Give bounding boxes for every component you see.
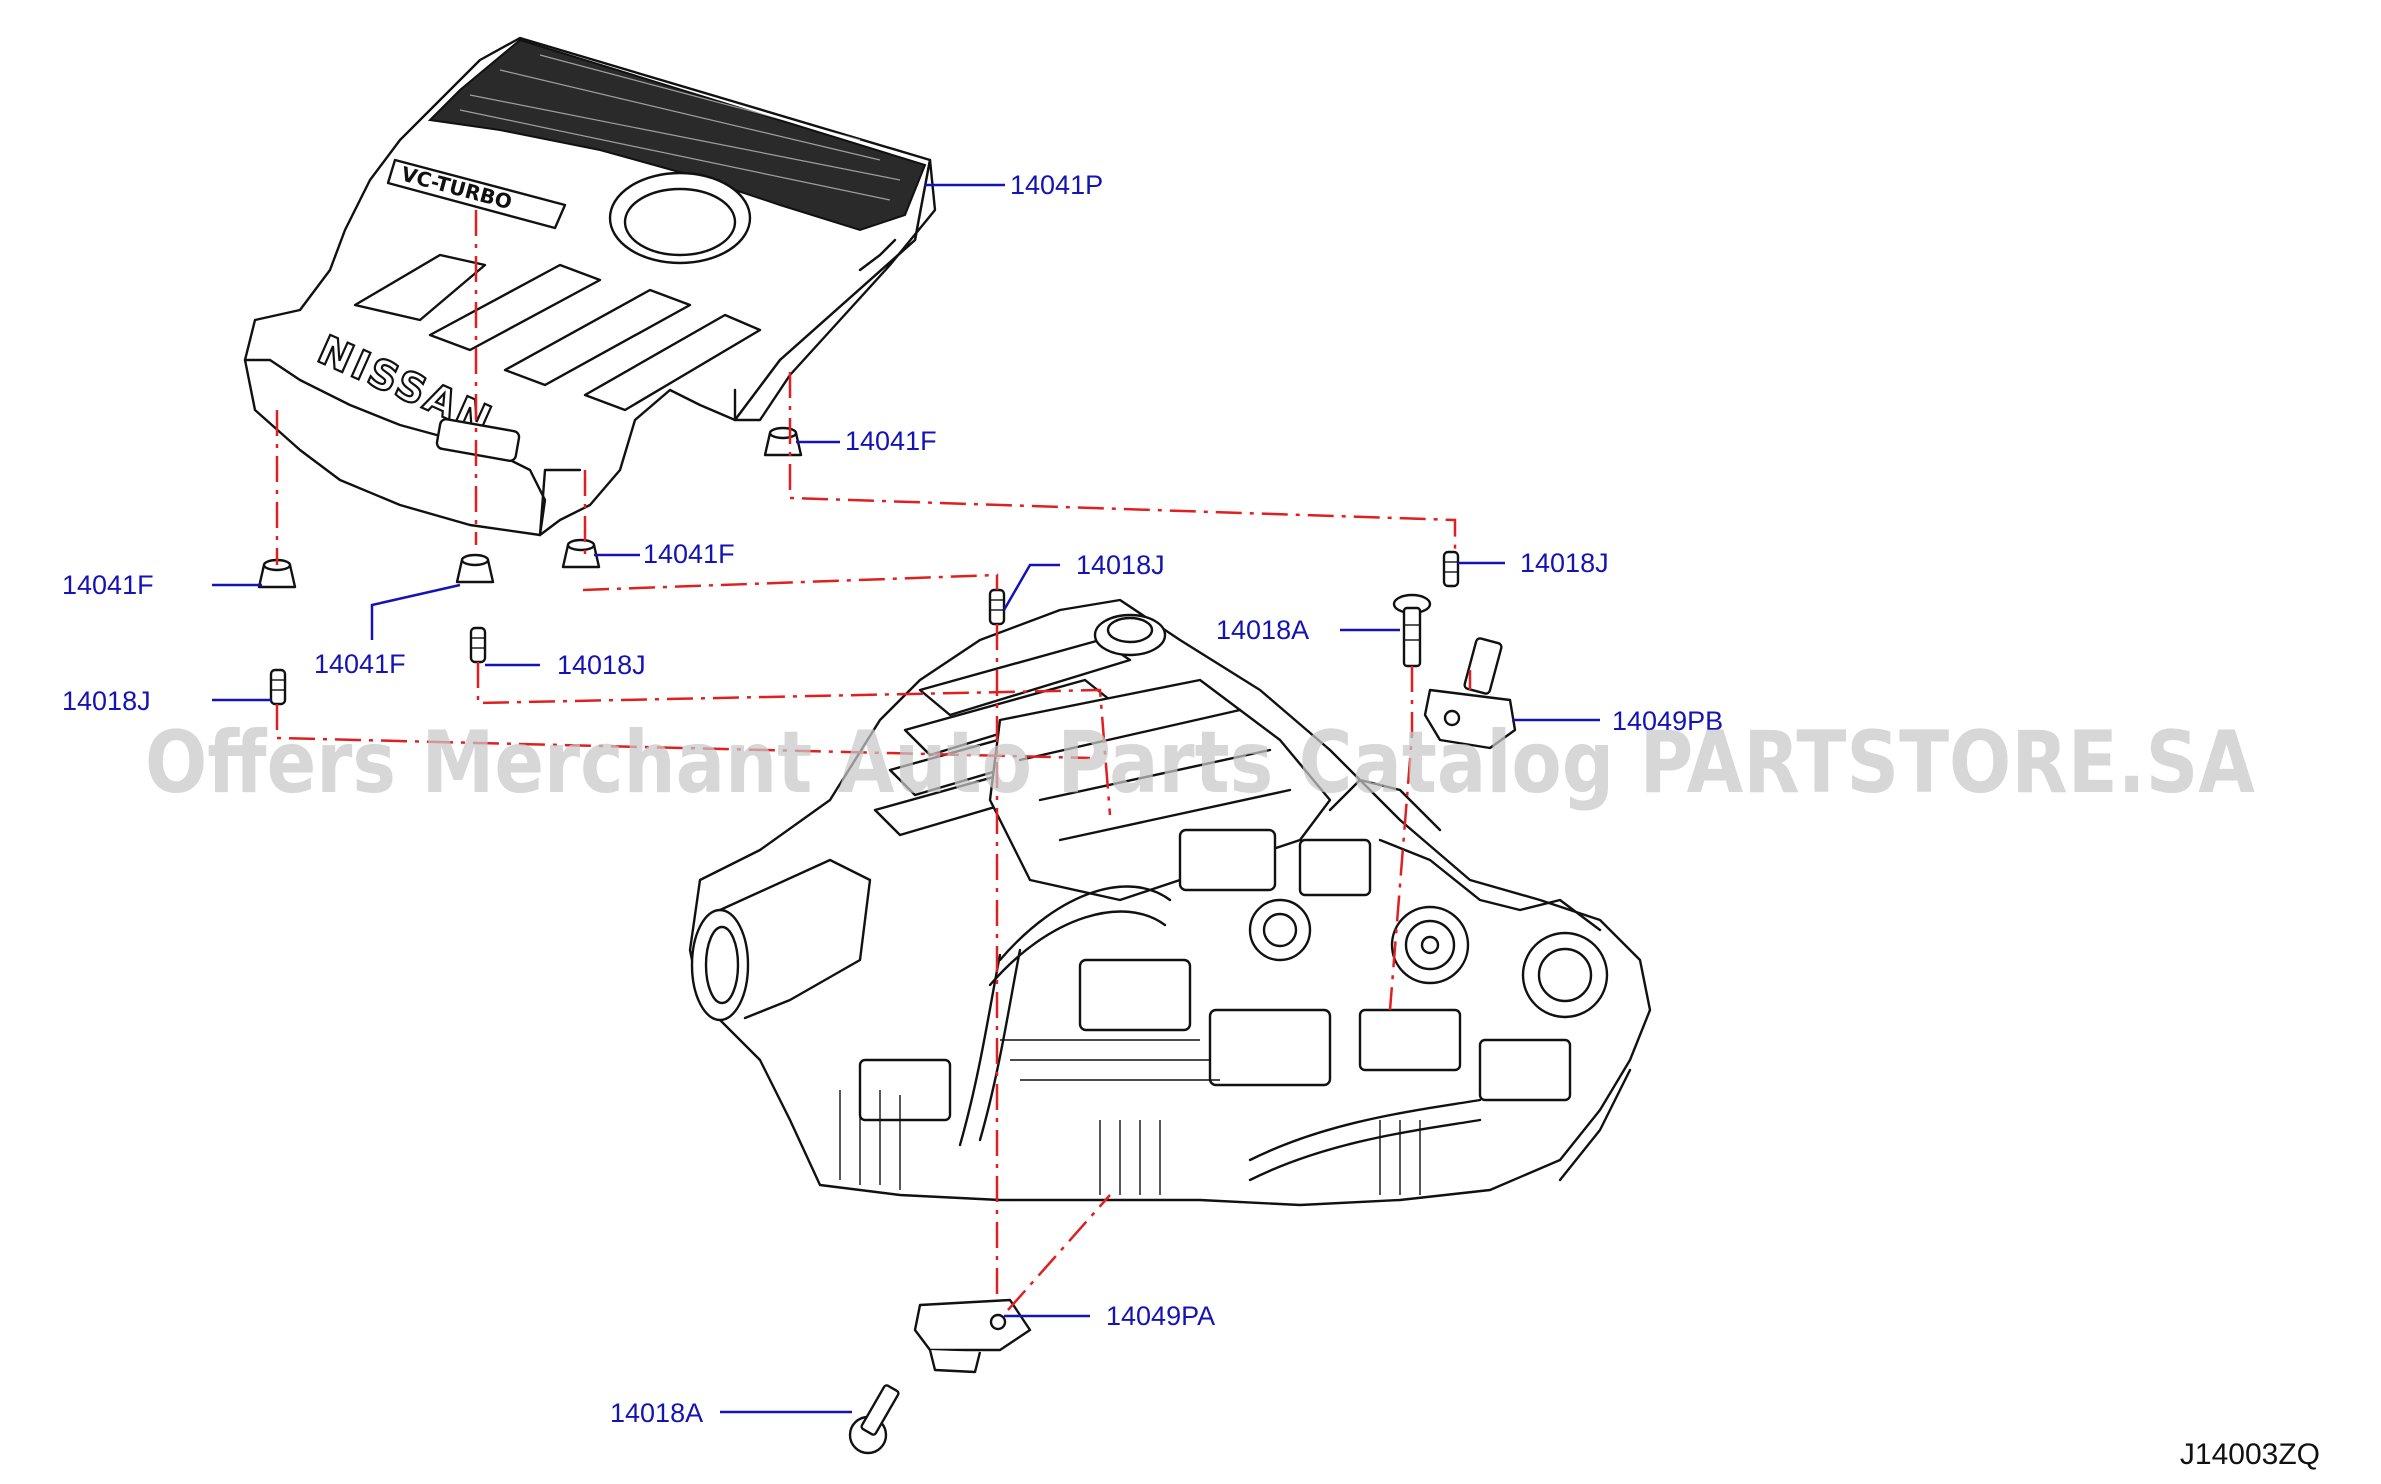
part-label-14049pb[interactable]: 14049PB bbox=[1612, 706, 1723, 736]
bracket-icon bbox=[913, 1298, 1032, 1374]
watermark-text: Offers Merchant Auto Parts Catalog PARTS… bbox=[145, 713, 2255, 813]
engine-assembly-illustration bbox=[688, 598, 1652, 1207]
bolt-icon bbox=[1392, 593, 1432, 668]
bracket-icon bbox=[1423, 637, 1517, 750]
bolt-icon bbox=[848, 1384, 900, 1455]
grommet-icon bbox=[763, 426, 803, 457]
part-label-14018j-top[interactable]: 14018J bbox=[1076, 550, 1165, 580]
clip-icon bbox=[1442, 550, 1460, 588]
part-label-14041f-center[interactable]: 14041F bbox=[314, 649, 406, 679]
engine-cover-illustration: VC-TURBO NISSAN bbox=[243, 36, 937, 537]
assembly-lines bbox=[275, 210, 1472, 1311]
part-label-14018j-center[interactable]: 14018J bbox=[557, 650, 646, 680]
drawing-code: J14003ZQ bbox=[2180, 1438, 2320, 1471]
part-label-14049pa[interactable]: 14049PA bbox=[1106, 1301, 1215, 1331]
part-label-14041f-cover-right[interactable]: 14041F bbox=[845, 426, 937, 456]
part-label-14041f-cover-front[interactable]: 14041F bbox=[643, 539, 735, 569]
part-label-14041f-left[interactable]: 14041F bbox=[62, 570, 154, 600]
part-label-14041p[interactable]: 14041P bbox=[1010, 170, 1103, 200]
grommet-icon bbox=[561, 538, 601, 569]
clip-icon bbox=[269, 668, 287, 706]
part-label-14018j-left[interactable]: 14018J bbox=[62, 686, 151, 716]
leader-lines bbox=[212, 183, 1600, 1414]
part-label-14018a-upper[interactable]: 14018A bbox=[1216, 615, 1309, 645]
grommet-icon bbox=[455, 553, 495, 584]
clip-icon bbox=[988, 588, 1006, 626]
clip-icon bbox=[469, 626, 487, 664]
part-label-14018a-lower[interactable]: 14018A bbox=[610, 1398, 703, 1428]
part-label-14018j-right[interactable]: 14018J bbox=[1520, 548, 1609, 578]
part-labels: 14041P 14041F 14041F 14041F 14041F 14018… bbox=[62, 170, 1723, 1428]
